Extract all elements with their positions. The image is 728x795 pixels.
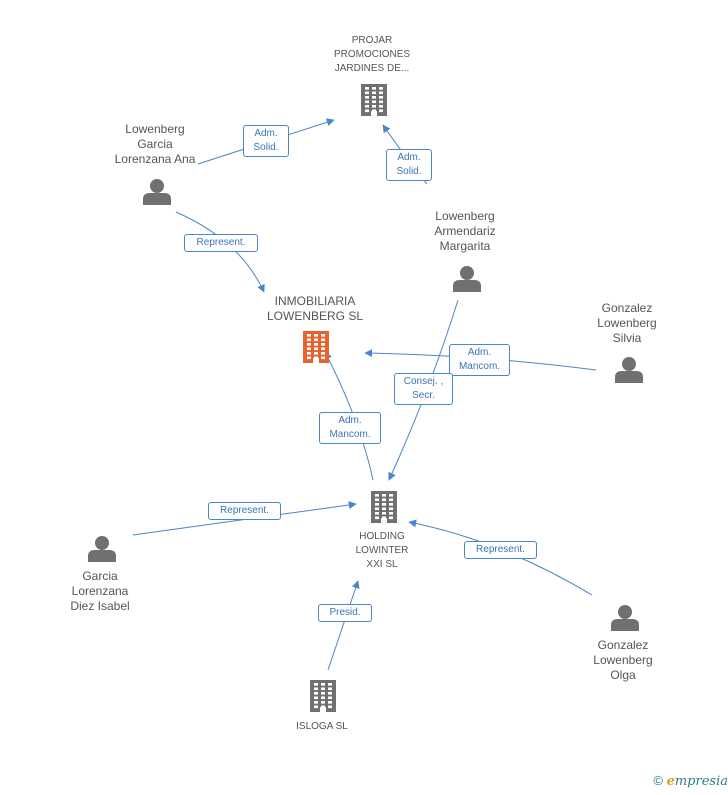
person-icon[interactable]	[611, 605, 639, 631]
brand-logo-letter: e	[666, 774, 675, 789]
edge-label-silvia-inmobiliaria: Adm. Mancom.	[449, 344, 510, 376]
building-icon[interactable]	[361, 84, 387, 116]
building-icon[interactable]	[371, 491, 397, 523]
edge-label-margarita-projar: Adm. Solid.	[386, 149, 432, 181]
edge-label-isloga-holding: Presid.	[318, 604, 372, 622]
person-icon[interactable]	[615, 357, 643, 383]
node-label-isloga[interactable]: ISLOGA SL	[296, 721, 348, 732]
edge-label-olga-holding: Represent.	[464, 541, 537, 559]
node-label-garcia-isabel[interactable]: Garcia Lorenzana Diez Isabel	[70, 569, 130, 613]
brand-logo-text: mpresia	[674, 774, 728, 789]
node-label-lowenberg-margarita[interactable]: Lowenberg Armendariz Margarita	[434, 209, 496, 253]
node-label-projar[interactable]: PROJAR PROMOCIONES JARDINES DE...	[333, 35, 411, 74]
edge-label-margarita-holding: Consej. , Secr.	[394, 373, 453, 405]
person-icon[interactable]	[88, 536, 116, 562]
edge-label-isabel-holding: Represent.	[208, 502, 281, 520]
person-icon[interactable]	[453, 266, 481, 292]
node-label-holding[interactable]: HOLDING LOWINTER XXI SL	[355, 531, 409, 570]
node-label-gonzalez-silvia[interactable]: Gonzalez Lowenberg Silvia	[597, 301, 657, 345]
building-icon[interactable]	[310, 680, 336, 712]
edge-label-ana-projar: Adm. Solid.	[243, 125, 289, 157]
edge-isloga-to-holding	[327, 580, 360, 671]
node-label-gonzalez-olga[interactable]: Gonzalez Lowenberg Olga	[593, 638, 653, 682]
edge-lowenberg_ana-to-inmobiliaria	[175, 211, 265, 293]
building-icon[interactable]	[303, 331, 329, 363]
copyright-icon: ©	[653, 773, 663, 788]
person-icon[interactable]	[143, 179, 171, 205]
brand-footer: © empresia	[653, 773, 728, 789]
node-label-inmobiliaria[interactable]: INMOBILIARIA LOWENBERG SL	[266, 294, 364, 323]
node-label-lowenberg-ana[interactable]: Lowenberg Garcia Lorenzana Ana	[114, 122, 196, 166]
edge-label-holding-inmobiliaria: Adm. Mancom.	[319, 412, 381, 444]
edge-label-ana-inmobiliaria: Represent.	[184, 234, 258, 252]
